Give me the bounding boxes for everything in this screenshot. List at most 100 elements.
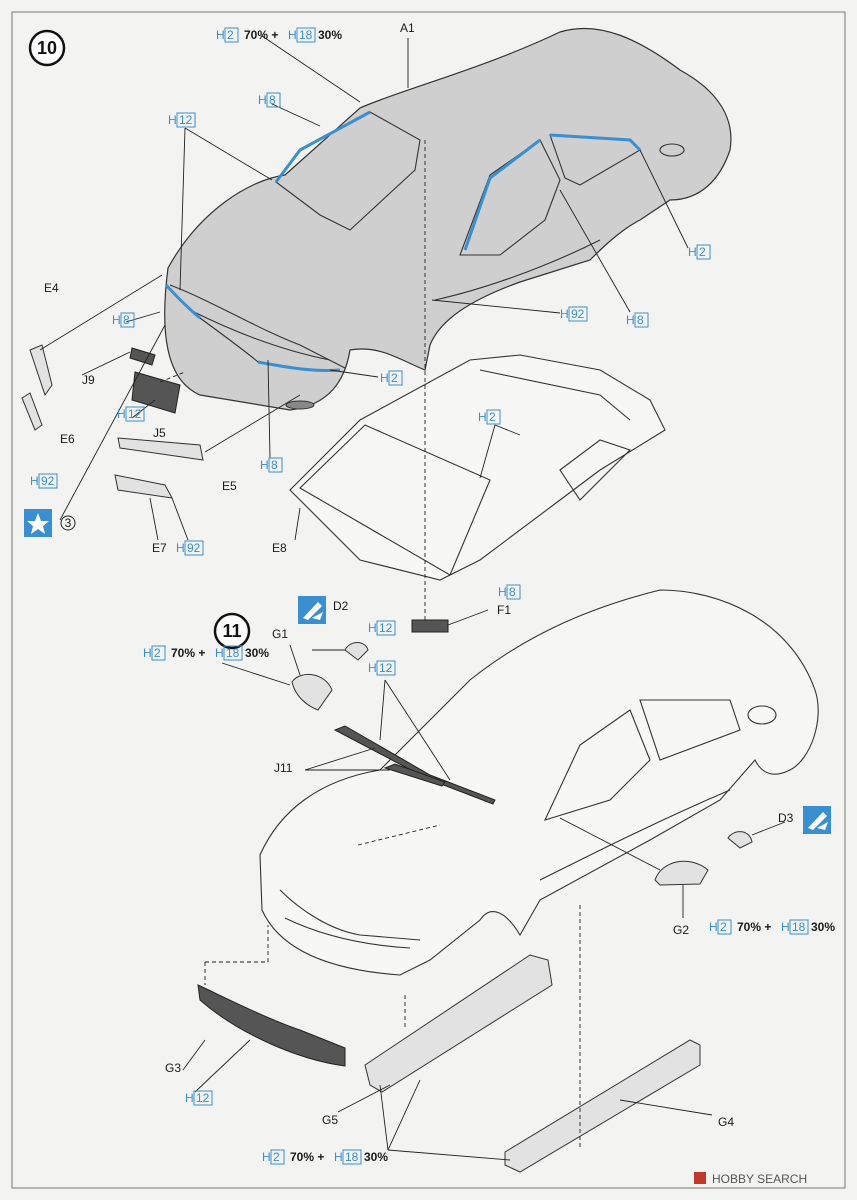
label-g1-mix: H 2 70% + H 18 30% [143, 645, 269, 661]
label-f1: F1 [497, 603, 511, 617]
svg-text:H: H [143, 646, 152, 660]
part-g5-shape [364, 954, 553, 1093]
reverse-icon-left [298, 596, 326, 624]
label-e8: E8 [272, 541, 287, 555]
svg-text:H: H [168, 113, 177, 127]
svg-text:H: H [560, 307, 569, 321]
svg-text:12: 12 [128, 407, 142, 421]
svg-text:8: 8 [123, 313, 130, 327]
part-d2-shape [344, 642, 369, 661]
svg-text:H: H [260, 458, 269, 472]
svg-text:30%: 30% [364, 1150, 388, 1164]
label-d2: D2 [333, 599, 349, 613]
svg-text:2: 2 [391, 371, 398, 385]
step-11-badge [213, 612, 251, 650]
label-h2-right: H 2 [688, 244, 711, 260]
label-g4: G4 [718, 1115, 734, 1129]
part-e5-shape [117, 437, 204, 461]
svg-text:H: H [781, 920, 790, 934]
svg-text:H: H [216, 28, 225, 42]
svg-text:30%: 30% [318, 28, 342, 42]
label-g3: G3 [165, 1061, 181, 1075]
label-e4: E4 [44, 281, 59, 295]
part-g2-shape [654, 860, 709, 886]
label-h12-top: H 12 [168, 112, 196, 128]
svg-text:12: 12 [196, 1091, 210, 1105]
svg-text:18: 18 [299, 28, 313, 42]
svg-text:12: 12 [379, 621, 393, 635]
svg-text:12: 12 [179, 113, 193, 127]
label-h12-g3: H 12 [185, 1090, 213, 1106]
svg-text:H: H [258, 93, 267, 107]
svg-text:H: H [30, 474, 39, 488]
svg-text:H: H [334, 1150, 343, 1164]
svg-text:H: H [262, 1150, 271, 1164]
label-h92-mid: H 92 [560, 306, 588, 322]
label-h12-f1: H 12 [368, 620, 396, 636]
label-h12-left: H 12 [117, 406, 145, 422]
label-g1: G1 [272, 627, 288, 641]
label-h92-bottom: H 92 [176, 540, 204, 556]
svg-text:H: H [185, 1091, 194, 1105]
watermark: HOBBY SEARCH [694, 1172, 807, 1186]
svg-text:H: H [498, 585, 507, 599]
svg-text:18: 18 [345, 1150, 359, 1164]
car-body-outline [259, 589, 819, 976]
circle-ref-3: 3 [60, 515, 76, 531]
car-body-top-view [164, 27, 732, 411]
window-glass-e8 [289, 354, 666, 581]
svg-text:H: H [688, 245, 697, 259]
label-g5: G5 [322, 1113, 338, 1127]
svg-text:70% +: 70% + [171, 646, 205, 660]
svg-text:8: 8 [509, 585, 516, 599]
svg-text:3: 3 [65, 516, 72, 530]
part-e4-shape [29, 344, 53, 397]
svg-text:2: 2 [699, 245, 706, 259]
label-a1: A1 [400, 21, 415, 35]
label-h8-bottom: H 8 [260, 457, 283, 473]
step-10: 10 [21, 27, 732, 633]
svg-text:70% +: 70% + [290, 1150, 324, 1164]
step-10-badge [28, 29, 66, 67]
svg-text:H: H [215, 646, 224, 660]
svg-text:H: H [117, 407, 126, 421]
part-f1-shape [411, 619, 449, 633]
label-d3: D3 [778, 811, 794, 825]
svg-text:8: 8 [637, 313, 644, 327]
svg-text:70% +: 70% + [244, 28, 278, 42]
svg-text:H: H [368, 621, 377, 635]
svg-text:18: 18 [226, 646, 240, 660]
part-j11-wiper-2 [383, 763, 446, 787]
svg-text:H: H [288, 28, 297, 42]
label-h12-wiper: H 12 [368, 660, 396, 676]
label-e5: E5 [222, 479, 237, 493]
svg-text:2: 2 [227, 28, 234, 42]
label-h2-mid: H 2 [380, 370, 403, 386]
label-j11: J11 [274, 761, 293, 775]
part-d3-shape [727, 831, 753, 849]
svg-text:H: H [709, 920, 718, 934]
svg-text:H: H [176, 541, 185, 555]
svg-text:8: 8 [269, 93, 276, 107]
svg-text:H: H [368, 661, 377, 675]
svg-text:2: 2 [273, 1150, 280, 1164]
svg-text:2: 2 [154, 646, 161, 660]
label-bottom-mix: H 2 70% + H 18 30% [262, 1149, 388, 1165]
svg-text:2: 2 [720, 920, 727, 934]
label-h8-left: H 8 [112, 312, 135, 328]
svg-text:30%: 30% [811, 920, 835, 934]
step-11: 11 [182, 589, 819, 1173]
step-11-number: 11 [222, 621, 241, 641]
reverse-icon-right [803, 806, 831, 834]
svg-text:H: H [112, 313, 121, 327]
part-j9-shape [129, 347, 156, 366]
part-g3-shape [197, 984, 346, 1067]
label-j5: J5 [153, 426, 166, 440]
label-top-mix: H 2 70% + H 18 30% [216, 27, 342, 43]
svg-text:12: 12 [379, 661, 393, 675]
step-10-number: 10 [37, 38, 57, 58]
svg-text:30%: 30% [245, 646, 269, 660]
svg-text:2: 2 [489, 410, 496, 424]
svg-text:H: H [380, 371, 389, 385]
